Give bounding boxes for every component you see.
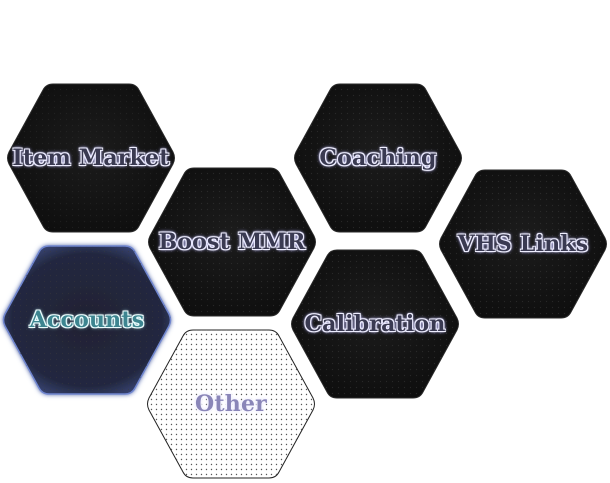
hexagon-shape: [148, 167, 316, 317]
vhs-links-tile[interactable]: VHS Links: [437, 168, 609, 320]
hexagon-shape: [2, 245, 172, 395]
hexagon-shape: [439, 169, 607, 319]
other-tile[interactable]: Other: [145, 328, 317, 480]
hexagon-shape: [7, 83, 175, 233]
hexagon-shape: [294, 83, 462, 233]
hexagon-shape: [291, 249, 459, 399]
hexagon-shape: [147, 329, 315, 479]
